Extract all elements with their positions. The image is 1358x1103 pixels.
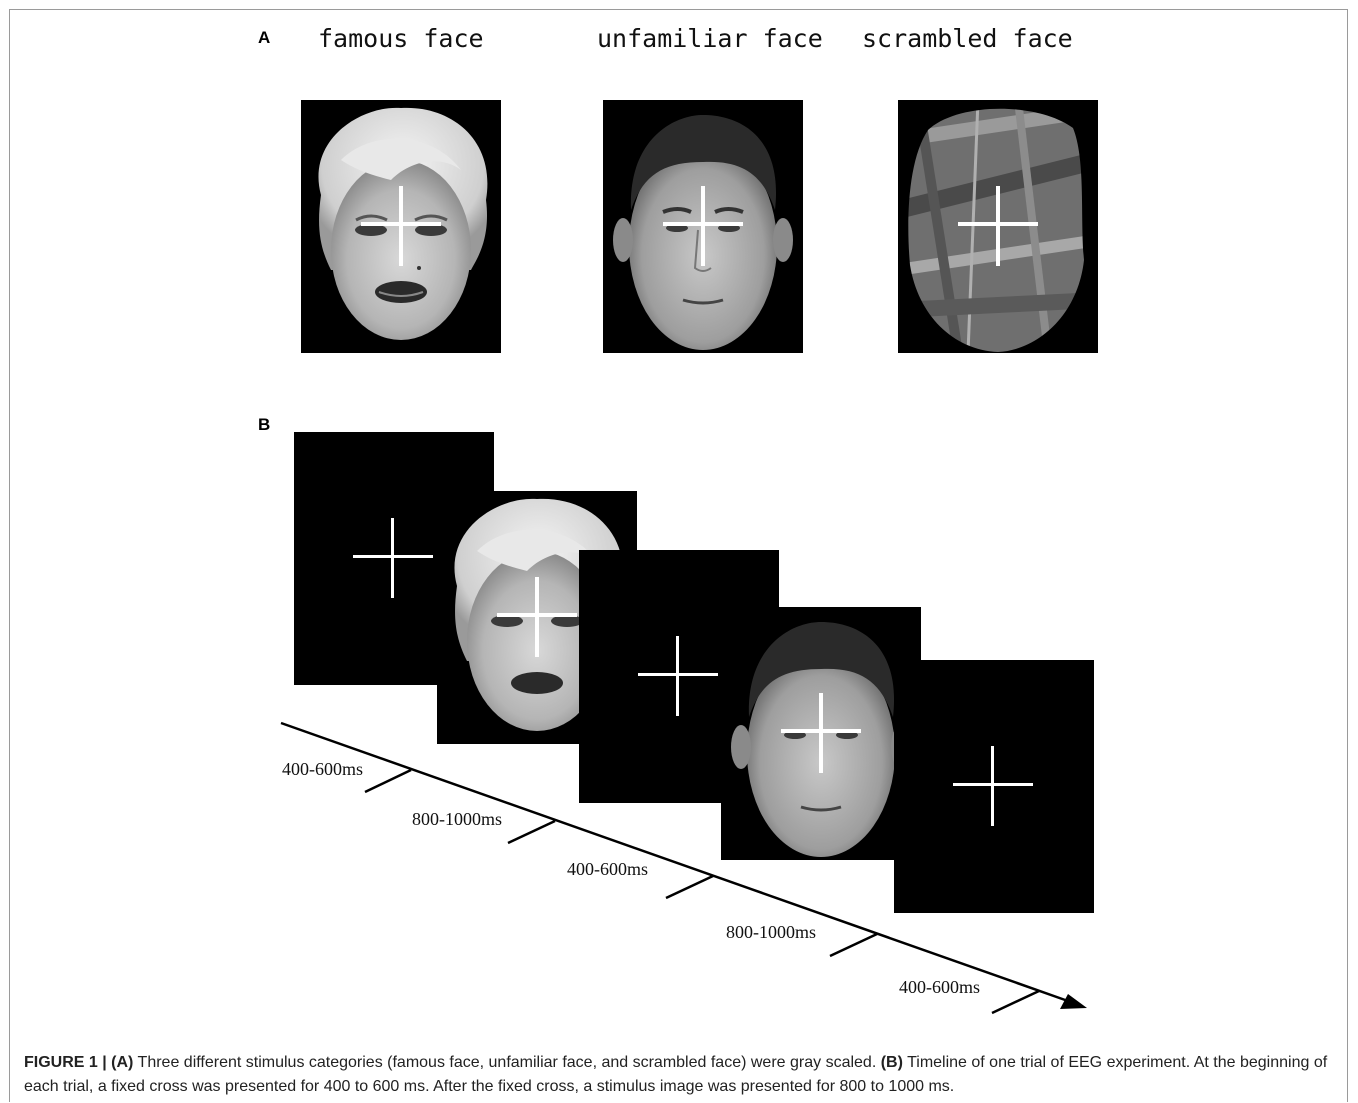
fixation-cross-2-vertical xyxy=(676,636,679,716)
scrambled-face-drawing xyxy=(908,108,1084,352)
timeline-line xyxy=(280,721,1069,1003)
unfamiliar-face-drawing xyxy=(613,115,793,350)
timeline-tick-1 xyxy=(364,768,412,794)
duration-label-3: 400-600ms xyxy=(567,859,648,879)
timeline-arrowhead xyxy=(1060,994,1087,1009)
timeline-unfamiliar-face-drawing xyxy=(731,622,911,857)
fixation-cross-3-vertical xyxy=(991,746,994,826)
caption-a-text: Three different stimulus categories (fam… xyxy=(133,1054,881,1071)
unfamiliar-face-image xyxy=(603,100,803,353)
timeline-tick-4 xyxy=(829,932,878,958)
figure-frame xyxy=(9,9,1348,1102)
caption-b-label: (B) xyxy=(880,1054,903,1071)
caption-figure-label: FIGURE 1 | xyxy=(24,1054,107,1071)
fixation-frame-3 xyxy=(894,660,1094,913)
figure-caption: FIGURE 1 | (A) Three different stimulus … xyxy=(24,1051,1342,1099)
timeline-unfamiliar-face-frame xyxy=(721,607,921,860)
label-scrambled-face: scrambled face xyxy=(862,24,1073,53)
duration-label-1: 400-600ms xyxy=(282,759,363,779)
fixation-cross-1-vertical xyxy=(391,518,394,598)
duration-label-2: 800-1000ms xyxy=(412,809,502,829)
duration-label-4: 800-1000ms xyxy=(726,922,816,942)
famous-face-drawing xyxy=(318,107,488,340)
panel-b-letter: B xyxy=(258,415,271,434)
caption-a-label: (A) xyxy=(111,1054,134,1071)
duration-label-5: 400-600ms xyxy=(899,977,980,997)
timeline-famous-face-drawing xyxy=(454,498,624,731)
fixation-cross-2-horizontal xyxy=(638,673,718,676)
label-famous-face: famous face xyxy=(318,24,484,53)
timeline-tick-2 xyxy=(507,819,556,845)
fixation-cross-3-horizontal xyxy=(953,783,1033,786)
timeline-tick-5 xyxy=(991,989,1040,1015)
label-unfamiliar-face: unfamiliar face xyxy=(597,24,823,53)
fixation-cross-1-horizontal xyxy=(353,555,433,558)
famous-face-image xyxy=(301,100,501,353)
timeline-tick-3 xyxy=(665,874,714,900)
scrambled-face-image xyxy=(898,100,1098,353)
caption-b-text: Timeline of one trial of EEG experiment.… xyxy=(24,1054,1328,1095)
panel-a-letter: A xyxy=(258,28,271,47)
